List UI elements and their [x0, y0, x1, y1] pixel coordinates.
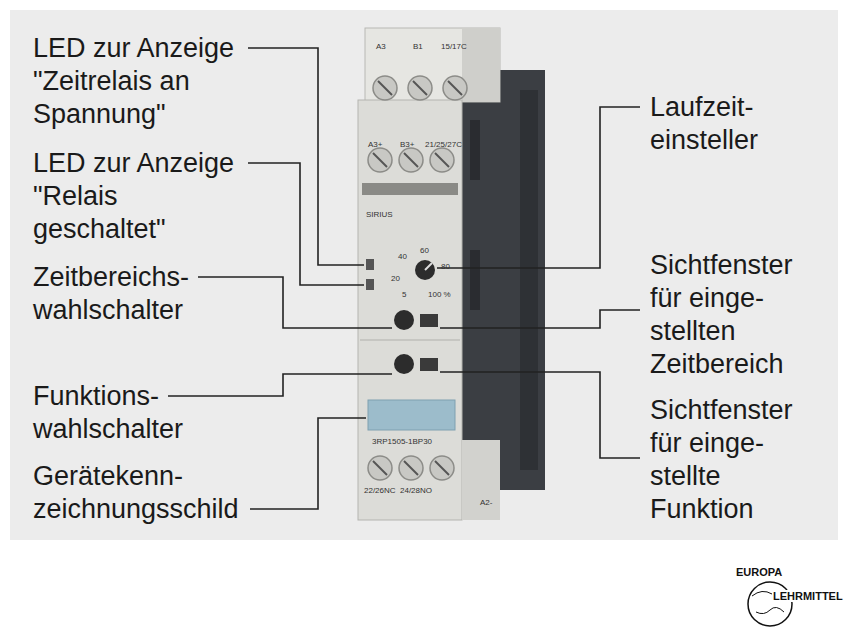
- callout-label: Sichtfenster für einge- stellte Funktion: [650, 394, 815, 526]
- leader-lines: [168, 48, 640, 509]
- screws: [368, 76, 467, 480]
- brand-name: SIRIUS: [366, 210, 393, 219]
- dial-mark: 100 %: [428, 290, 451, 299]
- terminal-name: B3+: [400, 140, 414, 149]
- photo-ground: [10, 10, 838, 540]
- terminal-name: 21/25/27C: [425, 140, 462, 149]
- time-dial: [415, 260, 435, 280]
- dial-mark: 60: [420, 246, 429, 255]
- callout-label: Sichtfenster für einge- stellten Zeitber…: [650, 249, 815, 381]
- housing-side: [462, 70, 545, 490]
- logo-globe: [748, 582, 792, 626]
- dial-mark: 5: [402, 290, 406, 299]
- publisher-logo: EUROPA: [735, 566, 783, 578]
- callout-label: Funktions- wahlschalter: [33, 380, 248, 446]
- callout-label: LED zur Anzeige "Zeitrelais an Spannung": [33, 32, 248, 131]
- terminal-name: A3: [376, 42, 386, 51]
- callout-label: LED zur Anzeige "Relais geschaltet": [33, 147, 248, 246]
- publisher-logo: LEHRMITTEL: [772, 590, 844, 602]
- label-plate: [368, 400, 455, 430]
- callout-label: Zeitbereichs- wahlschalter: [33, 261, 248, 327]
- terminal-block-side: [462, 28, 500, 102]
- slot-band: [362, 183, 458, 195]
- terminal-name: 22/26NC: [364, 486, 396, 495]
- callout-label: Laufzeit- einsteller: [650, 91, 825, 157]
- dial-mark: 40: [398, 252, 407, 261]
- led: [366, 279, 374, 290]
- dial-pointer: [425, 263, 432, 270]
- terminal-name: A2-: [480, 498, 492, 507]
- terminal-name: 15/17C: [441, 42, 467, 51]
- terminal-name: B1: [413, 42, 423, 51]
- order-number: 3RP1505-1BP30: [372, 437, 432, 446]
- range-knob: [394, 310, 414, 330]
- terminal-name: 24/28NO: [400, 486, 432, 495]
- housing-slot: [470, 250, 480, 310]
- front-panel: [358, 100, 462, 520]
- housing-slot: [470, 120, 480, 180]
- dial-mark: 20: [391, 274, 400, 283]
- function-knob: [394, 354, 414, 374]
- function-window: [420, 358, 438, 371]
- terminal-block: [365, 28, 500, 102]
- separator: [360, 340, 460, 341]
- housing-rib: [520, 90, 538, 470]
- callout-label: Gerätekenn- zeichnungsschild: [33, 460, 248, 526]
- terminal-name: A3+: [368, 140, 382, 149]
- range-window: [420, 314, 438, 327]
- foot: [462, 440, 500, 520]
- led: [366, 259, 374, 270]
- dial-mark: 80: [441, 262, 450, 271]
